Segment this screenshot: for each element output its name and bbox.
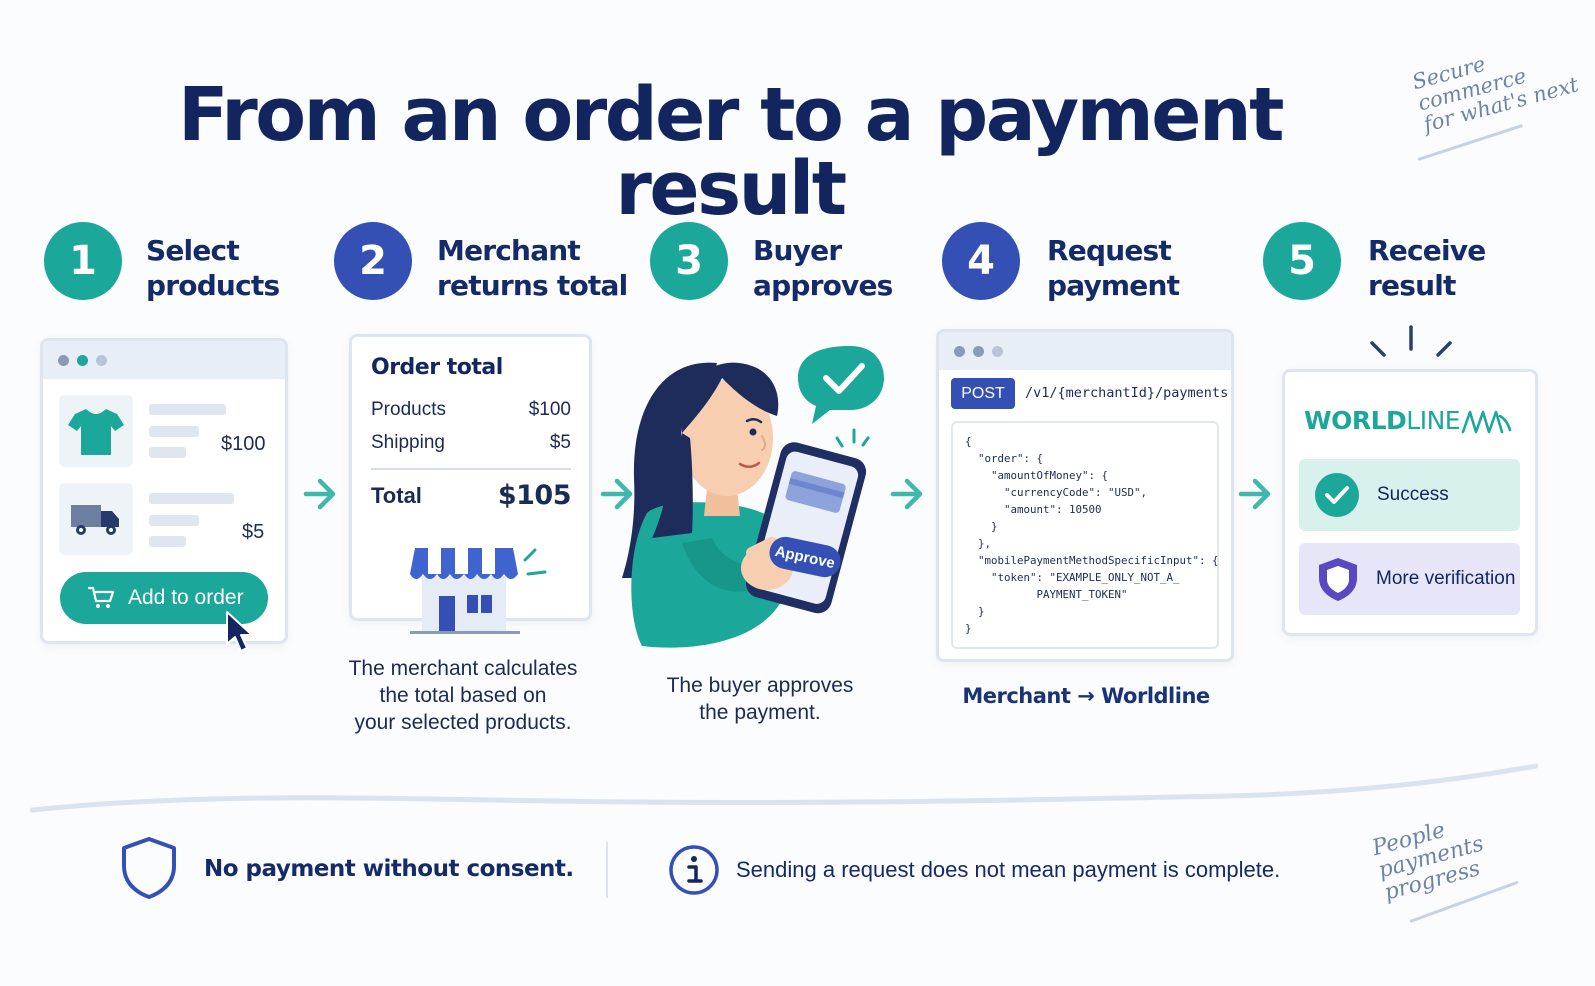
step-2-badge: 2 [334, 222, 412, 300]
placeholder-line [149, 426, 199, 437]
verification-result: More verification [1299, 543, 1520, 615]
flow-label: Merchant → Worldline [962, 684, 1210, 708]
placeholder-line [149, 404, 226, 415]
arrow-right-icon [890, 478, 923, 510]
buyer-illustration [622, 346, 884, 648]
window-dot [77, 354, 88, 366]
success-result: Success [1299, 459, 1520, 531]
success-label: Success [1377, 484, 1449, 505]
info-icon [669, 845, 719, 895]
arrow-right-icon [600, 478, 633, 510]
step-3-badge: 3 [650, 222, 728, 300]
check-circle-icon [1315, 473, 1359, 517]
window-dot [96, 354, 107, 366]
tshirt-icon [68, 409, 124, 455]
notes-divider [606, 842, 608, 898]
api-endpoint: /v1/{merchantId}/payments [1025, 385, 1229, 401]
shield-outline-icon [122, 837, 176, 899]
step-1-badge: 1 [44, 222, 122, 300]
consent-note: No payment without consent. [204, 856, 574, 882]
window-titlebar [43, 341, 285, 379]
window-dot [973, 345, 984, 357]
add-to-order-button[interactable]: Add to order [60, 572, 268, 624]
window-titlebar [939, 332, 1231, 370]
step-3-caption: The buyer approves the payment. [666, 674, 854, 724]
cursor-icon [226, 611, 253, 652]
product-price: $100 [221, 433, 266, 455]
worldline-logo: WORLDLINE [1304, 406, 1461, 435]
emphasis-lines [1370, 325, 1452, 357]
step-5-badge: 5 [1263, 222, 1341, 300]
wave-divider [29, 763, 1539, 813]
verification-label: More verification [1376, 568, 1516, 589]
divider [371, 468, 571, 470]
order-total-heading: Order total [371, 355, 503, 380]
window-dot [954, 345, 965, 357]
tshirt-thumbnail [59, 395, 133, 467]
page-title: From an order to a payment result [177, 72, 1285, 232]
arrow-right-icon [1238, 478, 1271, 510]
order-row-products: Products$100 [371, 399, 571, 420]
truck-thumbnail [59, 483, 133, 555]
truck-icon [71, 505, 119, 535]
info-note: Sending a request does not mean payment … [736, 857, 1281, 882]
order-row-total: Total $105 [371, 480, 572, 511]
window-dot [992, 345, 1003, 357]
request-body: { "order": { "amountOfMoney": { "currenc… [951, 421, 1219, 649]
http-method-badge: POST [951, 378, 1015, 409]
worldline-wave-icon [1461, 410, 1512, 434]
arrow-right-icon [303, 478, 336, 510]
window-dot [58, 354, 69, 366]
shipping-price: $5 [242, 521, 265, 543]
tagline: Secure commerce for what's next [1409, 51, 1582, 137]
step-4-badge: 4 [942, 222, 1020, 300]
placeholder-line [149, 493, 234, 504]
storefront-icon [410, 548, 547, 634]
step-2-caption: The merchant calculates the total based … [348, 657, 578, 734]
placeholder-line [149, 515, 199, 526]
bottom-tagline: People payments progress [1369, 817, 1487, 906]
shield-icon [1319, 558, 1357, 601]
placeholder-line [149, 536, 186, 547]
placeholder-line [149, 447, 186, 458]
add-to-order-label: Add to order [128, 586, 244, 609]
order-row-shipping: Shipping$5 [371, 432, 571, 453]
cart-icon [88, 586, 115, 608]
